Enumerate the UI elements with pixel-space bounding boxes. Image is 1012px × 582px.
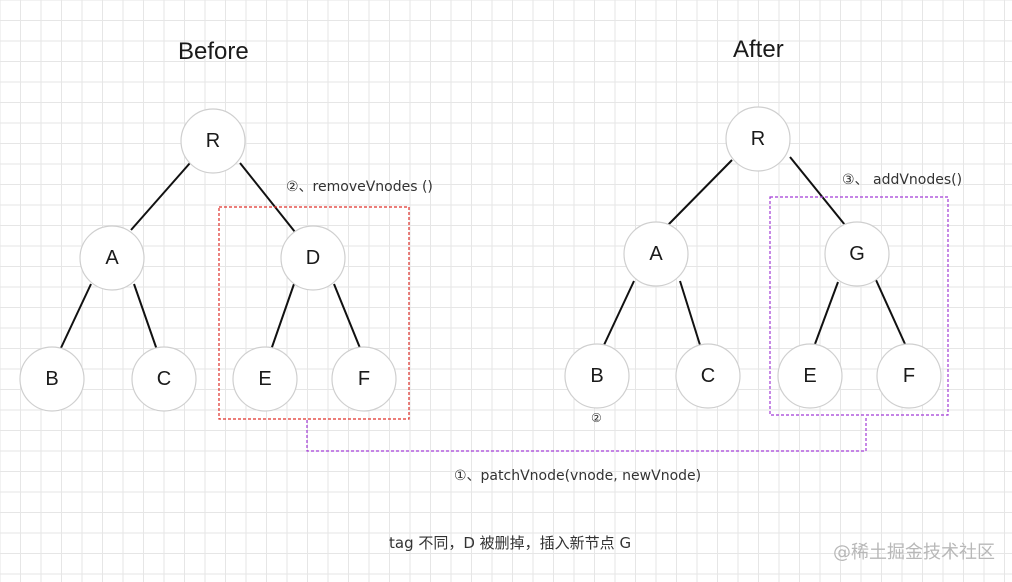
after-node-f: F bbox=[876, 343, 942, 409]
before-node-c: C bbox=[131, 346, 197, 412]
after-node-r: R bbox=[725, 106, 791, 172]
after-title: After bbox=[733, 36, 784, 63]
before-node-d: D bbox=[280, 225, 346, 291]
node-label: C bbox=[701, 365, 715, 387]
after-node-g: G bbox=[824, 221, 890, 287]
before-node-b: B bbox=[19, 346, 85, 412]
edge-before-d-f bbox=[333, 283, 361, 349]
node-label: E bbox=[258, 368, 271, 390]
node-label: D bbox=[306, 247, 320, 269]
edge-before-r-a bbox=[130, 162, 191, 231]
node-label: F bbox=[358, 368, 370, 390]
after-edges bbox=[603, 156, 906, 346]
node-label: C bbox=[157, 368, 171, 390]
edge-before-a-c bbox=[133, 283, 158, 351]
node-label: R bbox=[206, 130, 220, 152]
edge-after-a-b bbox=[603, 280, 635, 346]
node-label: B bbox=[590, 365, 603, 387]
after-node-a: A bbox=[623, 221, 689, 287]
before-node-e: E bbox=[232, 346, 298, 412]
edge-before-d-e bbox=[270, 283, 295, 351]
edge-after-r-a bbox=[667, 159, 733, 226]
remove-vnodes-label: ②、removeVnodes () bbox=[286, 179, 433, 195]
after-node-e: E bbox=[777, 343, 843, 409]
node-label: F bbox=[903, 365, 915, 387]
edge-before-r-d bbox=[239, 162, 296, 233]
node-label: A bbox=[105, 247, 119, 269]
before-edges bbox=[59, 162, 361, 351]
before-node-f: F bbox=[331, 346, 397, 412]
before-title: Before bbox=[178, 38, 249, 65]
add-region-box bbox=[769, 196, 949, 416]
b-marker-label: ② bbox=[591, 411, 602, 425]
watermark: @稀土掘金技术社区 bbox=[833, 542, 995, 563]
node-label: E bbox=[803, 365, 816, 387]
edge-after-r-g bbox=[789, 156, 846, 226]
patch-vnode-label: ①、patchVnode(vnode, newVnode) bbox=[454, 468, 701, 484]
caption: tag 不同，D 被删掉，插入新节点 G bbox=[389, 534, 631, 552]
node-label: A bbox=[649, 243, 663, 265]
after-node-c: C bbox=[675, 343, 741, 409]
edge-before-a-b bbox=[59, 283, 92, 351]
node-label: B bbox=[45, 368, 58, 390]
edge-after-a-c bbox=[679, 280, 701, 346]
edge-after-g-f bbox=[875, 279, 906, 345]
edge-after-g-e bbox=[814, 281, 839, 345]
before-node-a: A bbox=[79, 225, 145, 291]
remove-region-box bbox=[218, 206, 410, 420]
before-node-r: R bbox=[180, 108, 246, 174]
patch-connector-line bbox=[306, 416, 867, 452]
add-vnodes-label: ③、 addVnodes() bbox=[842, 172, 962, 188]
node-label: G bbox=[849, 243, 865, 265]
node-label: R bbox=[751, 128, 765, 150]
after-node-b: B bbox=[564, 343, 630, 409]
